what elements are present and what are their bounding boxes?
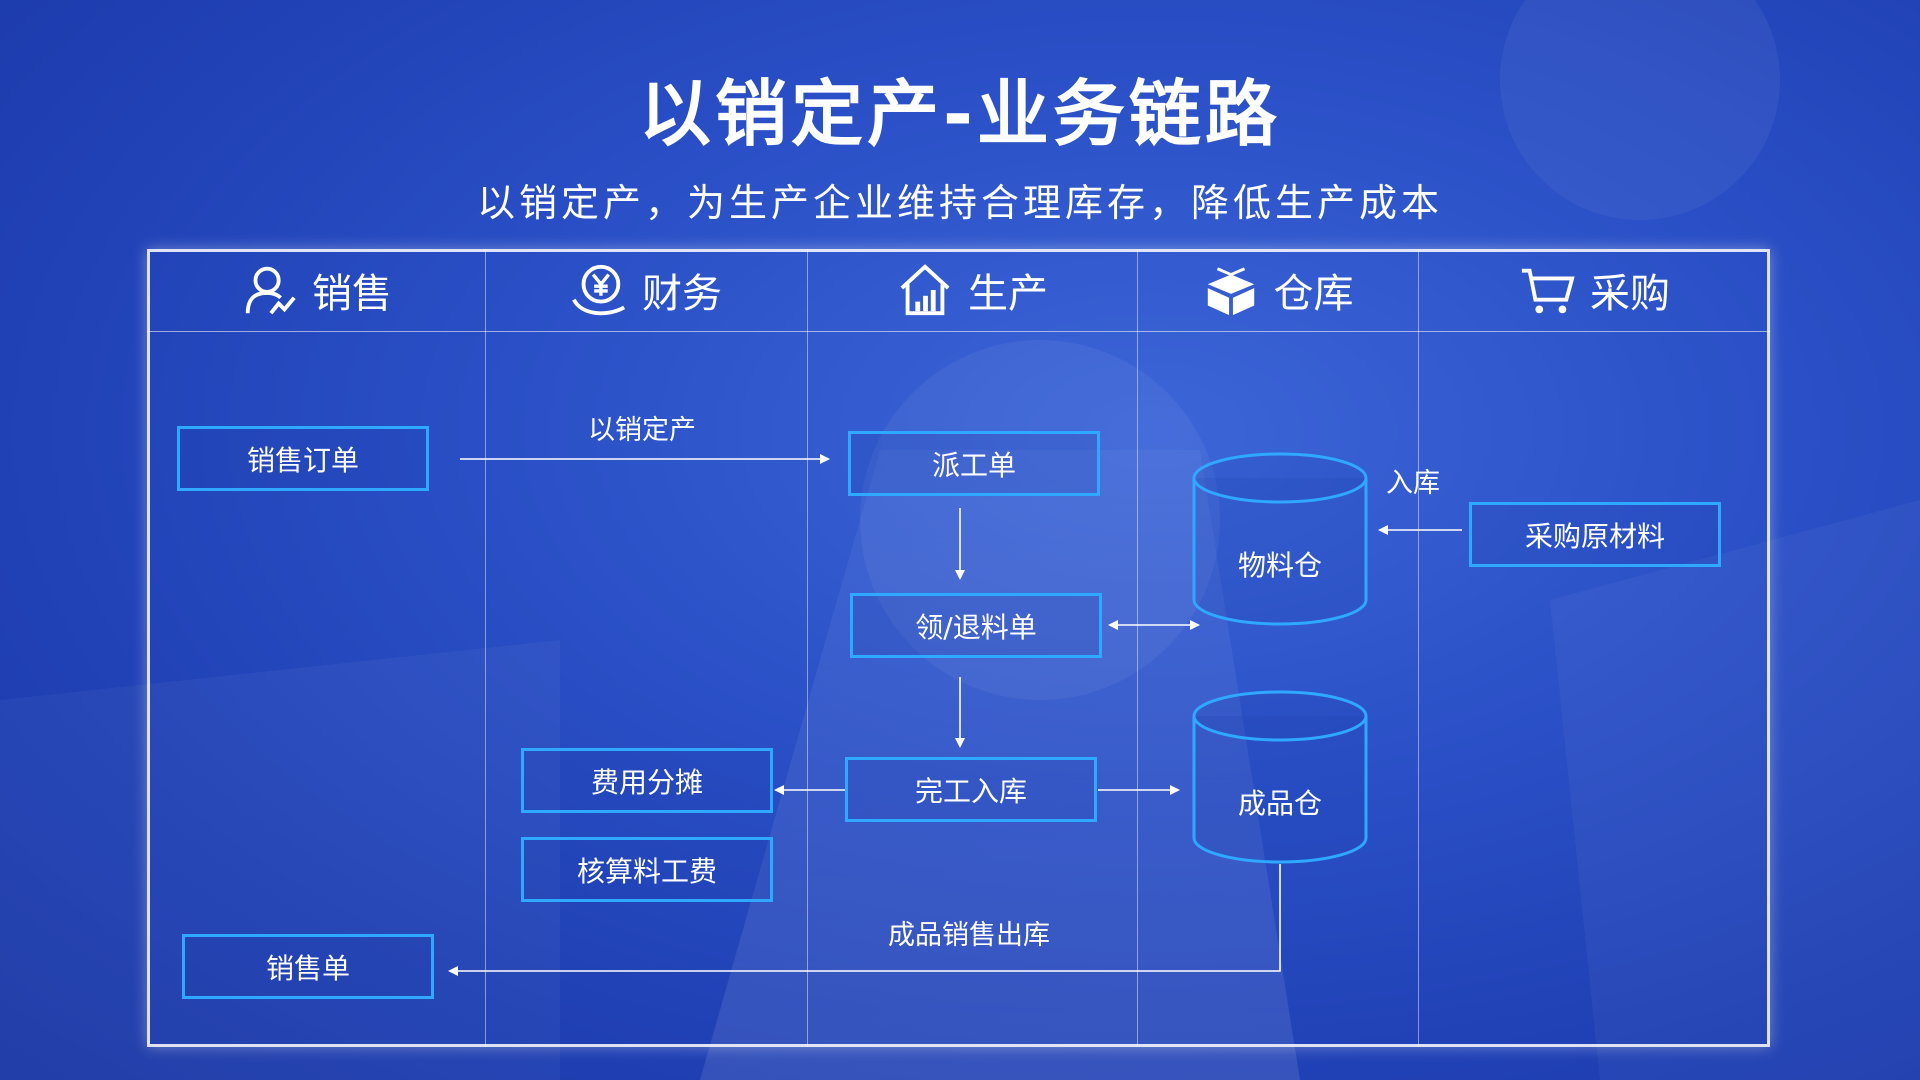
lane-label-sales: 销售 <box>312 271 392 317</box>
lane-divider <box>1137 249 1138 1047</box>
edge-label-finished-sales-outbound: 成品销售出库 <box>888 920 1050 951</box>
page-subtitle: 以销定产，为生产企业维持合理库存，降低生产成本 <box>476 181 1443 225</box>
material-requisition-box[interactable]: 领/退料单 <box>850 593 1102 658</box>
lane-label-production: 生产 <box>968 271 1048 317</box>
finished-warehouse-label: 成品仓 <box>1237 787 1322 820</box>
lane-label-warehouse: 仓库 <box>1273 271 1354 317</box>
lane-header-warehouse: 仓库 <box>1137 249 1418 331</box>
lane-divider <box>807 249 808 1047</box>
cost-allocation-box[interactable]: 费用分摊 <box>521 748 773 813</box>
sales-person-icon <box>245 266 296 315</box>
header-divider <box>147 331 1770 332</box>
edge-label-inbound: 入库 <box>1386 468 1440 499</box>
completion-storage-box[interactable]: 完工入库 <box>845 757 1097 822</box>
box-icon <box>1207 267 1254 316</box>
purchase-materials-box[interactable]: 采购原材料 <box>1469 502 1721 567</box>
material-warehouse-cylinder <box>1192 452 1368 626</box>
cost-accounting-box[interactable]: 核算料工费 <box>521 837 773 902</box>
lane-label-purchasing: 采购 <box>1590 271 1670 317</box>
lane-divider <box>485 249 486 1047</box>
yuan-hand-icon <box>572 264 626 316</box>
lane-label-finance: 财务 <box>642 271 722 317</box>
lane-header-purchasing: 采购 <box>1418 249 1770 331</box>
sales-order-box[interactable]: 销售订单 <box>177 426 429 491</box>
lane-divider <box>1418 249 1419 1047</box>
arrow-finished-to-sales <box>448 864 1281 976</box>
lane-header-finance: 财务 <box>485 249 807 331</box>
shopping-cart-icon <box>1521 268 1575 314</box>
lane-header-sales: 销售 <box>147 249 485 331</box>
dispatch-order-box[interactable]: 派工单 <box>848 431 1100 496</box>
material-warehouse-label: 物料仓 <box>1237 549 1322 582</box>
page-title: 以销定产-业务链路 <box>639 72 1281 156</box>
swimlane-frame <box>147 249 1770 1047</box>
lane-header-production: 生产 <box>807 249 1137 331</box>
sales-slip-box[interactable]: 销售单 <box>182 934 434 999</box>
finished-warehouse-cylinder <box>1192 690 1368 864</box>
factory-icon <box>900 264 950 316</box>
edge-label-make-to-order: 以销定产 <box>588 415 696 446</box>
